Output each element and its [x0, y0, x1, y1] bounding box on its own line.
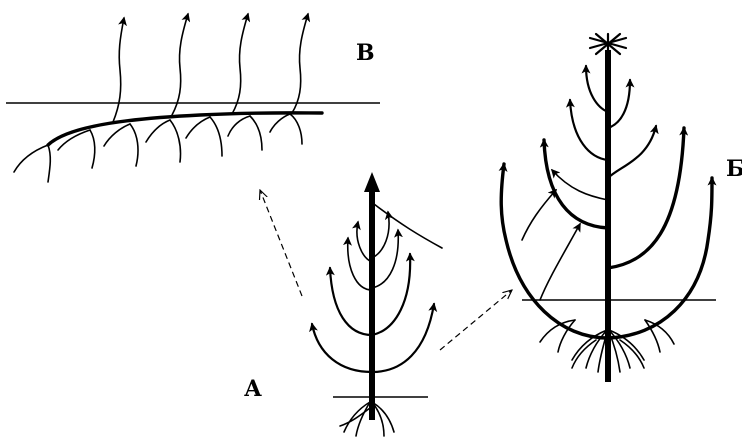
- connector-arrows: [260, 190, 512, 351]
- mid-branch-right: [606, 126, 689, 270]
- rhizome: [46, 111, 324, 147]
- roots-b: [539, 319, 675, 373]
- label-v: В: [356, 40, 375, 66]
- stem-tip-arrow: [364, 172, 380, 192]
- panel-b: Б: [498, 32, 742, 382]
- roots-a: [339, 401, 395, 437]
- panel-v: В: [6, 12, 380, 183]
- panel-a: А: [244, 172, 443, 437]
- shoot-arrow: [112, 16, 127, 123]
- shoot-arrow: [231, 12, 251, 115]
- lower-branch-left: [498, 162, 610, 340]
- rhizome-roots: [13, 113, 303, 183]
- label-a: А: [244, 376, 262, 402]
- mid-branch-left: [539, 138, 610, 230]
- arrow-a-to-v: [260, 190, 303, 297]
- shoot-arrow: [291, 12, 311, 114]
- arrow-a-to-b: [439, 290, 512, 351]
- rhizome-shoots: [112, 12, 311, 123]
- branches-a: [309, 203, 443, 374]
- inner-branches-b: [521, 64, 659, 301]
- apex-star: [588, 32, 628, 56]
- lower-branch-right: [606, 176, 717, 340]
- shoot-arrow: [171, 12, 191, 116]
- label-b: Б: [726, 156, 742, 182]
